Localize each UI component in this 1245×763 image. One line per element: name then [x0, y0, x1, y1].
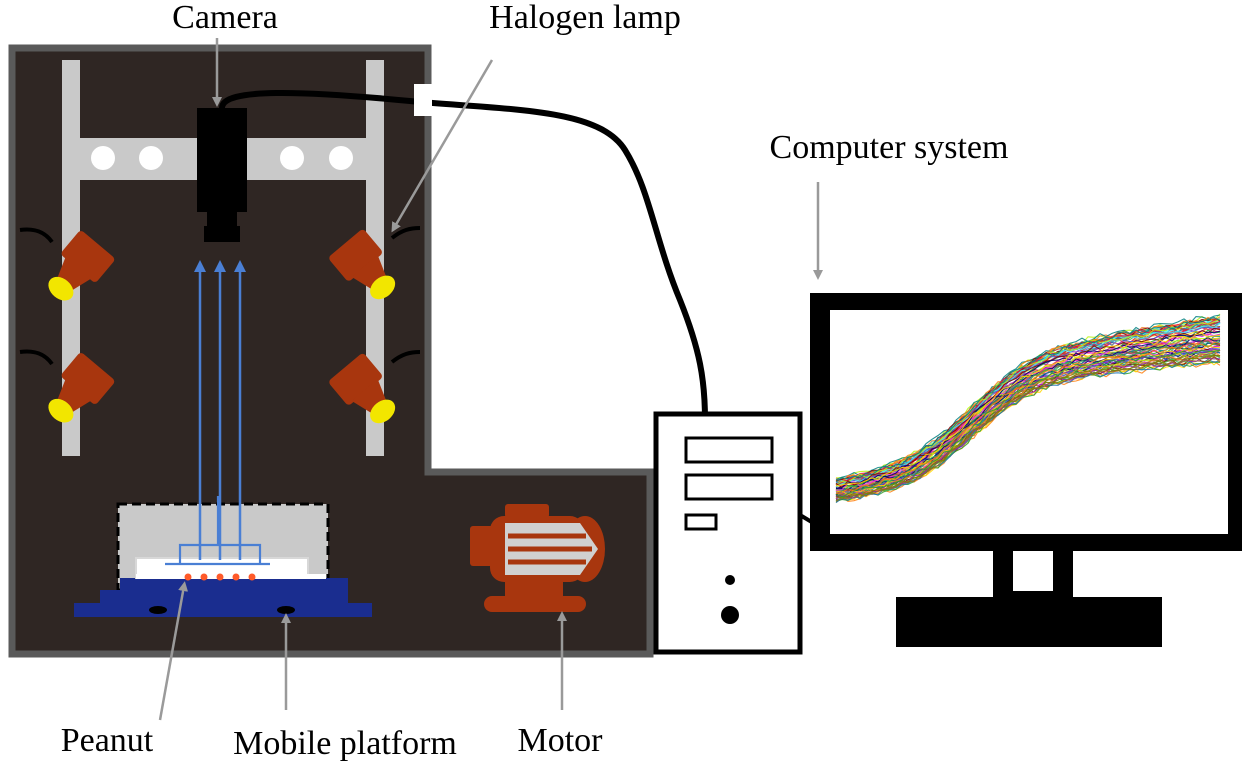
label-computer-system: Computer system — [770, 129, 1009, 166]
data-cable — [219, 89, 708, 421]
spectral-curve — [835, 339, 1221, 492]
peanut-samples — [184, 573, 256, 581]
mobile-platform — [74, 578, 372, 617]
spectral-curve — [835, 318, 1221, 485]
label-camera: Camera — [172, 0, 278, 36]
label-mobile-platform: Mobile platform — [233, 725, 457, 762]
lamp-icon — [329, 226, 421, 300]
computer-tower-icon — [653, 411, 803, 655]
tray-base — [136, 574, 326, 579]
spectral-curve — [835, 349, 1221, 498]
label-pointers — [158, 38, 823, 721]
label-motor: Motor — [518, 722, 604, 759]
spectral-curve — [835, 350, 1221, 500]
cable-port — [414, 84, 432, 116]
motor-icon — [470, 504, 605, 612]
lamp-icon — [19, 227, 115, 301]
camera-icon — [197, 108, 247, 242]
peanut-pointer — [158, 581, 189, 721]
crossbar-holes — [91, 146, 353, 170]
imaging-chamber — [8, 44, 654, 658]
spectral-curve — [835, 354, 1221, 499]
spectral-curve — [835, 326, 1221, 484]
lamp-icon — [329, 350, 421, 424]
label-halogen-lamp: Halogen lamp — [489, 0, 681, 36]
spectral-curve — [835, 316, 1221, 483]
light-rays — [194, 260, 246, 560]
spectral-curve — [835, 322, 1221, 488]
spectral-curve — [835, 316, 1221, 483]
spectral-curve — [835, 356, 1221, 502]
halogen-lamp-pointer — [391, 59, 494, 233]
spectral-curve — [835, 333, 1221, 487]
label-peanut: Peanut — [61, 722, 154, 759]
lamp-icon — [19, 349, 115, 423]
spectral-curves — [835, 313, 1221, 504]
spectral-curve — [835, 314, 1221, 481]
